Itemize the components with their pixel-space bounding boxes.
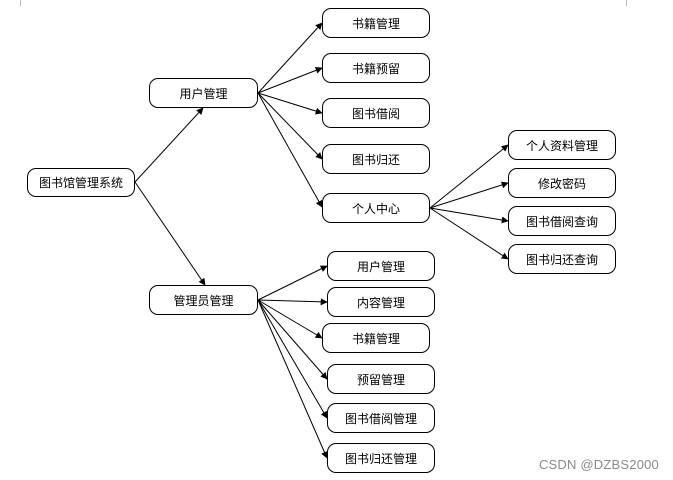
node-admin-reservation-management: 预留管理: [327, 364, 435, 394]
node-borrow-query: 图书借阅查询: [508, 206, 616, 236]
edge-pc-to-p1: [429, 144, 509, 209]
edge-admin-to-a2: [257, 298, 328, 306]
edge-user-to-c1: [257, 22, 323, 94]
corner-mark-left: [20, 0, 21, 6]
edge-user-to-c5: [257, 92, 323, 208]
node-admin-book-management: 书籍管理: [322, 323, 430, 353]
edge-admin-to-a6: [257, 299, 328, 459]
node-user-book-reservation: 书籍预留: [322, 53, 430, 83]
corner-mark-right: [626, 0, 627, 6]
edge-root-to-admin: [134, 181, 206, 286]
node-admin-return-management: 图书归还管理: [327, 443, 435, 473]
node-admin-borrow-management: 图书借阅管理: [327, 403, 435, 433]
edge-admin-to-a1: [257, 265, 328, 301]
node-personal-center: 个人中心: [322, 193, 430, 223]
watermark: CSDN @DZBS2000: [538, 457, 659, 472]
edge-pc-to-p4: [429, 207, 509, 260]
node-user-book-management: 书籍管理: [322, 8, 430, 38]
node-profile-management: 个人资料管理: [508, 130, 616, 160]
edge-admin-to-a4: [257, 299, 328, 380]
node-user-management: 用户管理: [149, 78, 258, 108]
node-change-password: 修改密码: [508, 168, 616, 198]
edge-user-to-c4: [257, 92, 323, 160]
node-user-book-return: 图书归还: [322, 144, 430, 174]
edge-admin-to-a5: [257, 299, 328, 419]
edge-user-to-c2: [257, 67, 323, 94]
node-user-book-borrow: 图书借阅: [322, 98, 430, 128]
node-return-query: 图书归还查询: [508, 244, 616, 274]
node-root: 图书馆管理系统: [27, 168, 135, 197]
edge-user-to-c3: [257, 92, 323, 115]
edge-root-to-user: [134, 107, 204, 183]
node-admin-content-management: 内容管理: [327, 287, 435, 317]
node-admin-user-management: 用户管理: [327, 251, 435, 281]
edge-pc-to-p3: [429, 207, 509, 224]
node-admin-management: 管理员管理: [149, 285, 258, 315]
edge-pc-to-p2: [429, 181, 509, 209]
edge-admin-to-a3: [257, 299, 323, 339]
